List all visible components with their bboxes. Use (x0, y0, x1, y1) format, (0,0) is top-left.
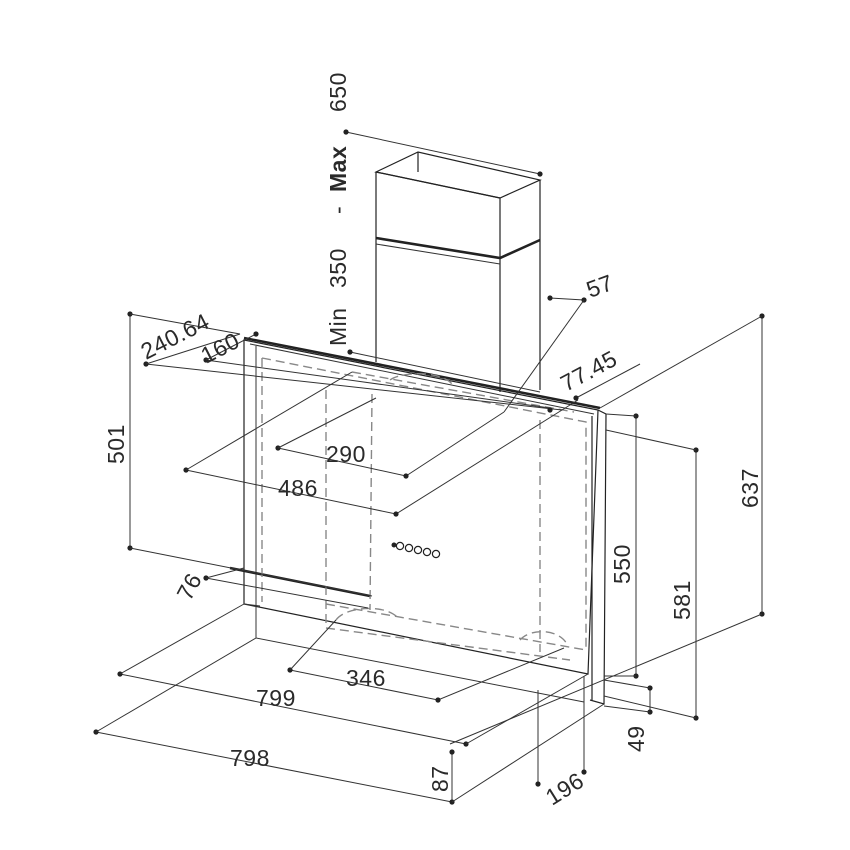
dim-196: 196 (541, 767, 589, 810)
dim-581: 581 (669, 580, 695, 620)
dim-799: 799 (256, 685, 296, 711)
dim-550: 550 (609, 544, 635, 584)
dim-87: 87 (427, 765, 453, 792)
dim-290: 290 (326, 441, 366, 467)
dim-501: 501 (103, 424, 129, 464)
dimension-lines (93, 129, 765, 805)
dim-49: 49 (623, 725, 649, 752)
hidden-outlines (261, 357, 587, 661)
chimney-duct (374, 151, 542, 392)
chimney-max-label: Max (325, 146, 351, 192)
chimney-separator: - (325, 206, 351, 214)
dim-76: 76 (171, 569, 206, 605)
dim-346: 346 (346, 665, 386, 691)
control-buttons (391, 541, 441, 559)
chimney-min-value: 350 (325, 248, 351, 288)
dimension-labels: Min 350 - Max 650 240.64 160 57 77.45 50… (103, 72, 763, 810)
dim-77-45: 77.45 (556, 345, 621, 396)
dim-798: 798 (230, 745, 270, 771)
dim-57: 57 (583, 269, 617, 303)
chimney-min-label: Min (325, 307, 351, 346)
chimney-max-value: 650 (325, 72, 351, 112)
hood-body (229, 336, 607, 705)
dim-637: 637 (737, 468, 763, 508)
dim-486: 486 (278, 475, 318, 501)
